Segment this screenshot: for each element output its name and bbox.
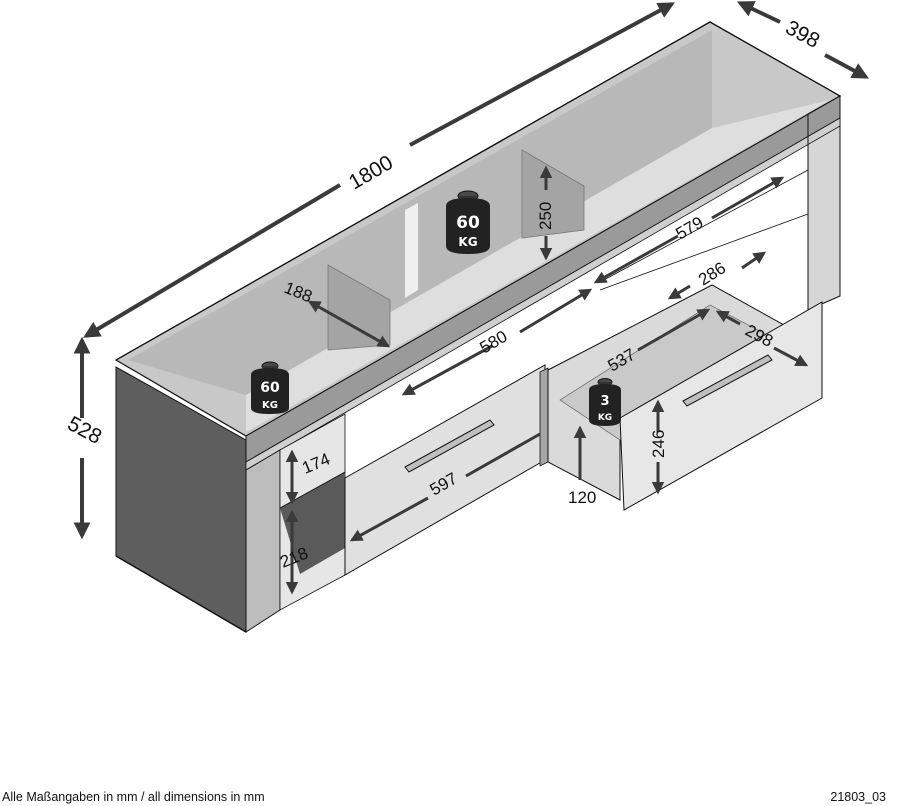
arrow-total-width-b [409,2,675,147]
dim-inner-depth-right: 286 [695,258,729,289]
front-left-column [245,449,281,633]
light-strip [405,203,418,298]
partition-center [521,149,585,239]
dim-drawer-front-height: 246 [649,430,668,458]
weight-value: 3 [600,394,609,409]
arrow-depth-b [824,53,869,79]
weight-unit: KG [458,235,477,249]
dim-depth: 398 [782,16,824,53]
dim-drawer-inner-height: 120 [568,488,596,507]
left-drawer-handle [404,419,495,473]
weight-unit: KG [598,413,612,423]
inner-dimension-arrows [285,165,809,595]
left-drawer-front [344,364,546,576]
weight-icon-top-center: 60 KG [446,190,490,254]
dimension-arrows [73,1,869,540]
dim-compartment-height-back: 250 [536,202,555,230]
dim-total-width: 1800 [345,151,397,194]
drawing-code: 21803_03 [830,790,886,804]
cabinet-body [114,21,842,633]
right-drawer-front [619,301,823,511]
dimensions-note: Alle Maßangaben in mm / all dimensions i… [2,790,265,804]
upper-floor [246,100,830,432]
weight-value: 60 [456,213,480,233]
back-wall [128,30,712,395]
arrow-depth-a [736,1,781,24]
dim-height: 528 [64,412,106,449]
middle-divider [539,367,549,467]
right-drawer-handle [682,354,773,407]
weight-value: 60 [260,380,280,396]
weight-icon-drawer: 3 KG [589,378,621,426]
arrow-total-width-a [83,183,342,338]
weight-icon-top-left: 60 KG [251,361,289,414]
weight-unit: KG [262,400,278,411]
